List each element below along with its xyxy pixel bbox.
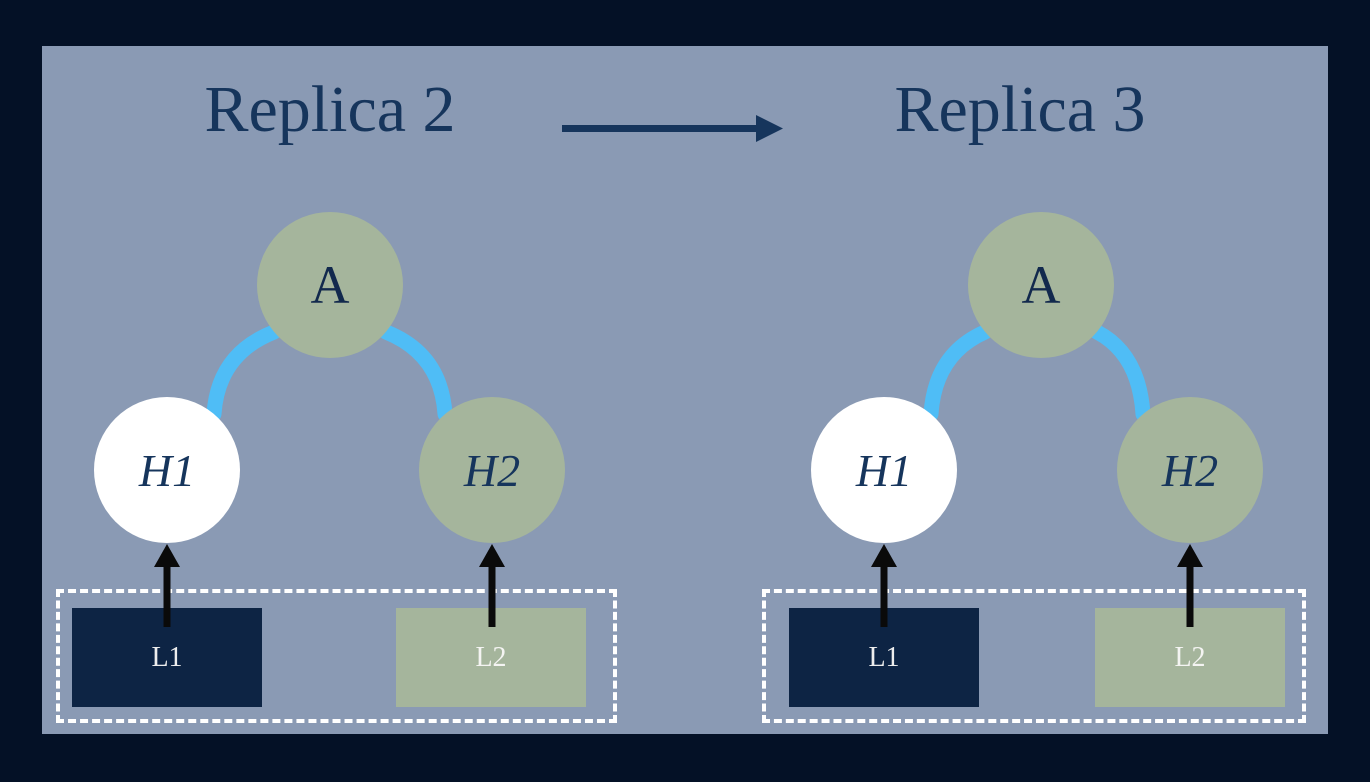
leaf-label: L2 xyxy=(1174,641,1206,673)
leaf-l2-left: L2 xyxy=(396,608,586,707)
hash-node-label: H1 xyxy=(855,444,913,496)
root-node-label: A xyxy=(1021,255,1061,315)
root-node-a-left: A xyxy=(257,212,403,358)
leaf-group-box-right xyxy=(762,589,1306,723)
replica-3-title: Replica 3 xyxy=(894,73,1146,146)
leaf-label: L1 xyxy=(868,641,900,673)
leaf-label: L2 xyxy=(475,641,507,673)
hash-node-h2-right: H2 xyxy=(1117,397,1263,543)
root-node-a-right: A xyxy=(968,212,1114,358)
hash-node-h2-left: H2 xyxy=(419,397,565,543)
leaf-l1-right: L1 xyxy=(789,608,979,707)
leaf-l2-right: L2 xyxy=(1095,608,1285,707)
hash-node-label: H2 xyxy=(463,444,521,496)
leaf-label: L1 xyxy=(151,641,183,673)
hash-node-h1-left: H1 xyxy=(94,397,240,543)
replica-2-title: Replica 2 xyxy=(204,73,456,146)
root-node-label: A xyxy=(310,255,350,315)
leaf-group-box-left xyxy=(56,589,617,723)
hash-node-label: H1 xyxy=(138,444,196,496)
hash-node-h1-right: H1 xyxy=(811,397,957,543)
leaf-l1-left: L1 xyxy=(72,608,262,707)
hash-node-label: H2 xyxy=(1161,444,1219,496)
